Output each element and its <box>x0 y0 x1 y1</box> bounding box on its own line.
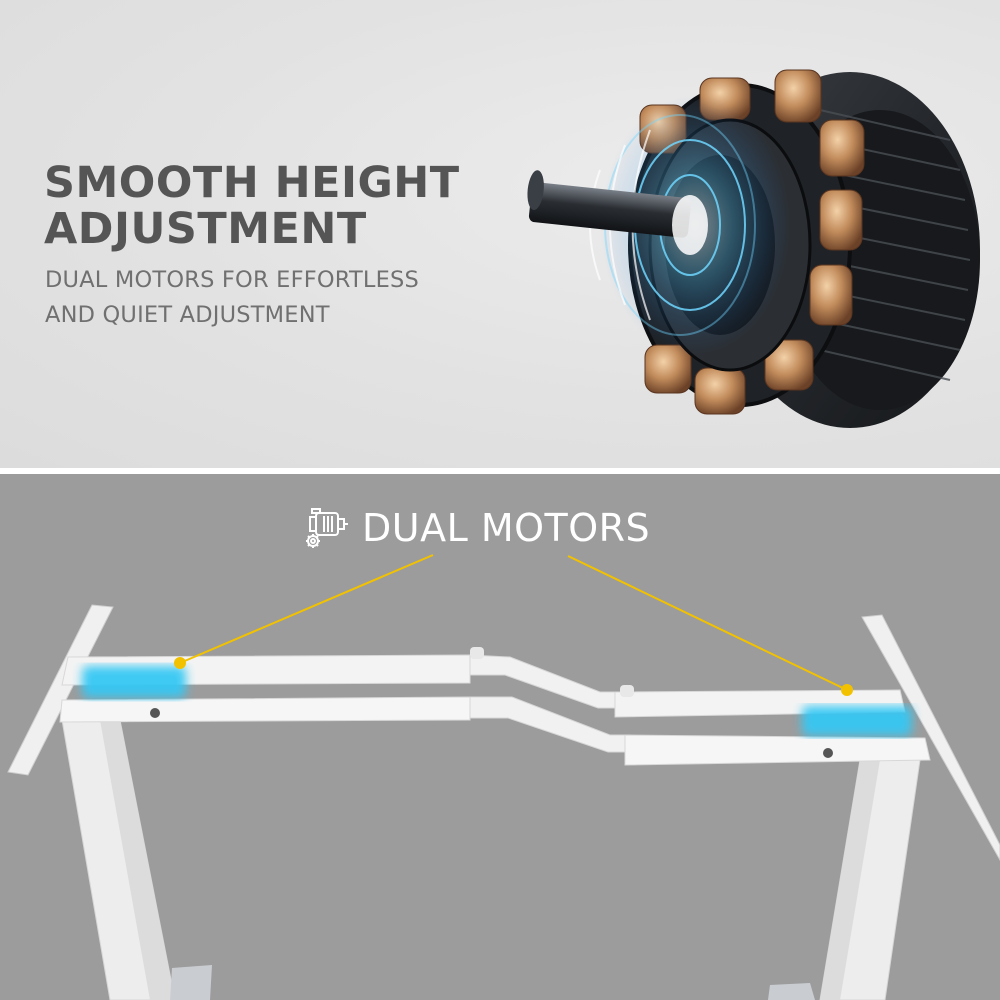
feature-panel-top: SMOOTH HEIGHT ADJUSTMENT DUAL MOTORS FOR… <box>0 0 1000 468</box>
dual-motors-callout: DUAL MOTORS <box>302 505 650 551</box>
motor-gear-icon <box>306 508 348 548</box>
feature-subline: DUAL MOTORS FOR EFFORTLESS AND QUIET ADJ… <box>45 267 420 328</box>
motor-stator-icon <box>527 69 980 428</box>
feature-panel-bottom <box>0 474 1000 1000</box>
dual-motors-label: DUAL MOTORS <box>362 506 651 550</box>
feature-headline: SMOOTH HEIGHT ADJUSTMENT <box>44 158 460 254</box>
section-divider <box>0 468 1000 474</box>
